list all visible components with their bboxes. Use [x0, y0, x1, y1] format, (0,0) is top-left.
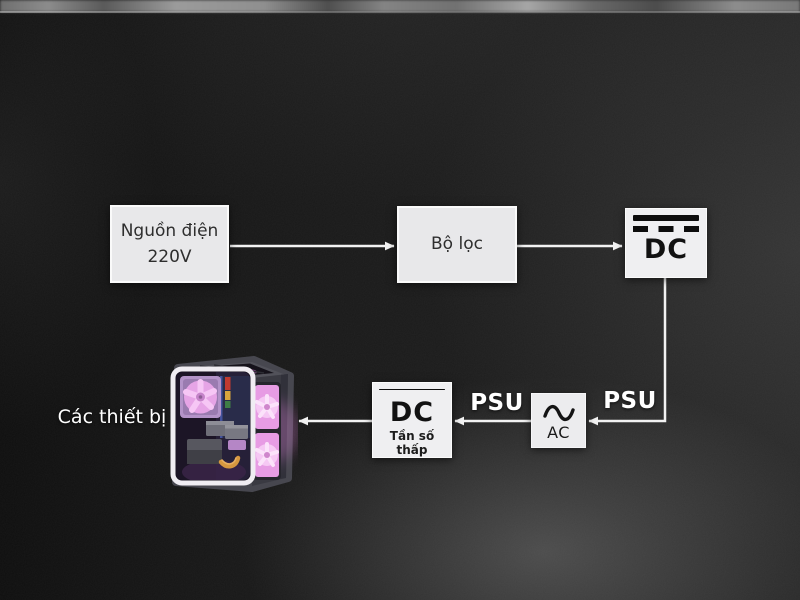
- dc-high-label: DC: [643, 234, 689, 265]
- ac-label: AC: [547, 422, 570, 442]
- sine-wave-icon: [542, 404, 575, 421]
- dc-low-sublabel: Tần số thấp: [389, 429, 435, 457]
- psu-label-left: PSU: [470, 390, 524, 416]
- dc-dashed-bar-icon: [633, 226, 699, 232]
- pc-case-rgb-illustration: [170, 356, 298, 492]
- psu-label-right: PSU: [603, 388, 657, 414]
- power-source-label-line2: 220V: [147, 247, 192, 267]
- node-power-source: Nguồn điện 220V: [110, 205, 229, 283]
- devices-label: Các thiết bị: [57, 406, 167, 428]
- dc-dashed-bar-icon: [379, 394, 445, 396]
- front-fan-top: [255, 385, 279, 429]
- dc-low-label: DC: [389, 397, 435, 429]
- case-interior: [176, 372, 250, 480]
- dc-solid-bar-icon: [379, 389, 445, 390]
- filter-label: Bộ lọc: [431, 234, 483, 255]
- power-source-label-line1: Nguồn điện: [120, 220, 219, 241]
- front-fan-bottom: [255, 433, 279, 477]
- node-dc-low: DC Tần số thấp: [372, 382, 452, 458]
- node-ac: AC: [531, 393, 586, 448]
- node-filter: Bộ lọc: [397, 206, 517, 283]
- dc-solid-bar-icon: [633, 215, 699, 221]
- node-dc-high: DC: [625, 208, 707, 278]
